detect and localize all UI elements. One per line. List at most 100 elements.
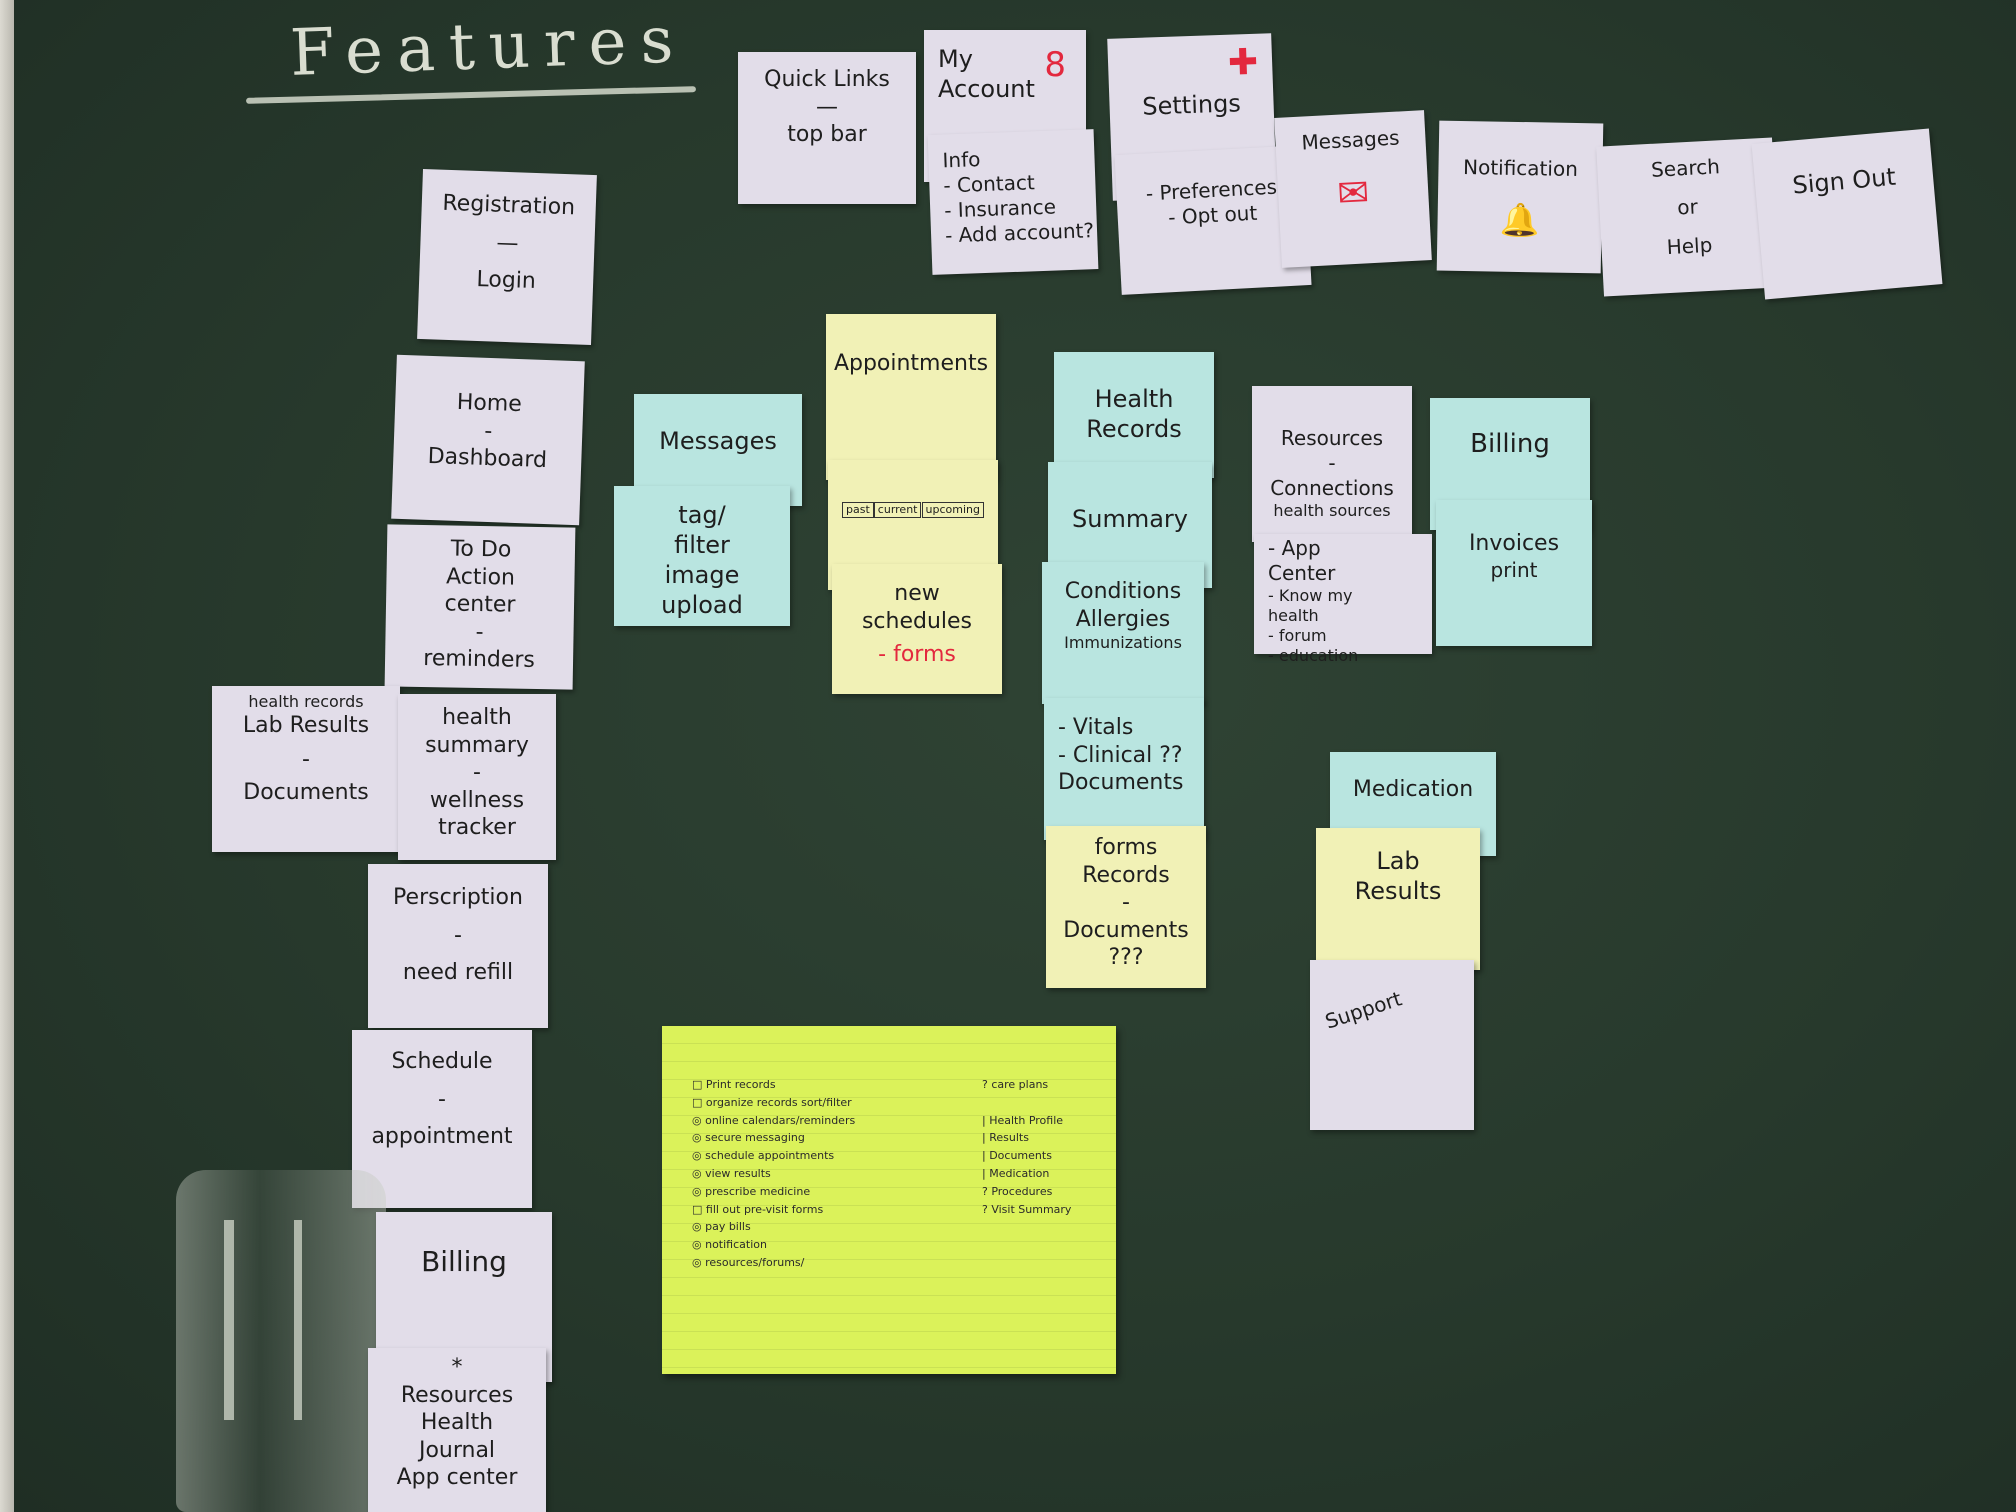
note-line: — [496,230,519,256]
note-registration: Registration — Login [417,169,597,345]
account-icon: 8 [1044,45,1066,85]
forms-label: - forms [878,642,956,667]
note-line: Billing [1470,429,1550,459]
board-title: Features [288,3,689,91]
note-line: image [664,561,740,589]
checklist-item: | Medication [982,1166,1050,1180]
note-line: reminders [423,646,536,673]
note-line: Center [1268,561,1336,585]
note-resources-left: * Resources Health Journal App center [368,1348,546,1512]
note-line: - [1328,451,1336,475]
note-line: - Vitals [1058,715,1134,740]
checklist-item: ? care plans [982,1078,1049,1091]
checklist-item: ◎ view results [692,1166,771,1180]
notification-icon: 🔔 [1499,200,1540,240]
checklist-item: ◎ online calendars/reminders [692,1113,856,1127]
note-line: - forum [1268,626,1327,645]
note-line: Search [1650,154,1721,182]
note-line: Sign Out [1791,162,1897,200]
checklist-item: ◎ schedule appointments [692,1149,835,1163]
note-line: Results [1354,877,1442,905]
note-appointments: Appointments [826,314,996,480]
note-line: Health [420,1410,494,1435]
note-line: Summary [1072,505,1188,533]
note-line: - [454,922,462,948]
note-line: - education [1268,646,1359,665]
note-line: - Know my [1268,586,1353,605]
note-line: Lab Results [242,713,370,738]
note-line: upload [661,591,743,619]
note-line: summary [425,732,529,758]
note-line: Medication [1352,777,1474,802]
note-line: Resources [400,1382,514,1408]
note-line: Documents [1063,917,1189,943]
note-todo: To Do Action center - reminders [384,524,576,690]
note-line: Lab [1376,847,1420,875]
note-line: wellness [429,787,525,813]
note-line: Records [1082,862,1170,888]
note-resources-right-details: - App Center - Know my health - forum - … [1254,534,1432,665]
note-line: health [442,705,512,730]
note-line: Immunizations [1064,633,1182,652]
note-health-records: Health Records [1054,352,1214,478]
note-sign-out: Sign Out [1751,128,1943,300]
checklist-item: | Results [982,1131,1029,1145]
board-frame [0,0,14,1512]
note-vitals: - Vitals - Clinical ?? Documents [1044,698,1204,840]
note-line: - [438,1086,446,1112]
note-line: To Do [450,536,512,563]
note-line: print [1490,557,1538,582]
note-messages-options: tag/ filter image upload [614,486,790,626]
chalk-drawing [176,1170,386,1512]
note-account-details: Info - Contact - Insurance - Add account… [927,129,1099,275]
note-line: top bar [787,122,867,147]
note-line: - [475,619,484,645]
note-line: tracker [438,815,516,840]
note-line: need refill [402,960,514,985]
note-line: App center [396,1465,518,1490]
note-line: filter [674,531,730,559]
note-appointment-schedule: new schedules - forms [832,564,1002,694]
checklist-left-column: □ Print records □ organize records sort/… [692,1076,855,1272]
note-line: - [483,418,493,444]
note-line: Messages [1300,125,1401,155]
note-quick-links: Quick Links — top bar [738,52,916,204]
note-line: health [1268,606,1319,625]
checklist-item: ? Visit Summary [982,1202,1072,1216]
note-line: Billing [421,1245,507,1278]
note-lab-results-left: health records Lab Results - Documents [212,686,400,852]
note-line: Action [445,563,516,591]
note-line: Conditions [1064,579,1182,604]
checklist-item: ◎ pay bills [692,1220,751,1234]
checklist-item: | Health Profile [982,1113,1064,1127]
note-line: Journal [418,1437,496,1463]
note-line: Dashboard [427,443,548,474]
tab-past: past [842,502,874,518]
settings-icon: ✚ [1227,41,1259,84]
tab-current: current [873,502,922,518]
note-line: Invoices [1468,531,1560,556]
message-icon: ✉ [1336,170,1371,216]
checklist-item: | Documents [982,1149,1052,1163]
note-resources-right: Resources - Connections health sources [1252,386,1412,542]
note-line: Records [1086,415,1182,443]
note-line: - Preferences [1145,174,1278,206]
note-home: Home - Dashboard [391,354,585,526]
note-forms-records: forms Records - Documents ??? [1046,826,1206,988]
tab-upcoming: upcoming [921,502,984,518]
note-line: Home [456,389,523,418]
note-line: Appointments [833,351,989,376]
checklist-item: □ fill out pre-visit forms [692,1202,824,1216]
note-line: Settings [1141,89,1242,121]
checklist-item: ◎ prescribe medicine [692,1184,811,1198]
note-schedule: Schedule - appointment [352,1030,532,1208]
note-line: - [1122,890,1130,915]
note-line: - Opt out [1167,200,1258,230]
note-invoices: Invoices print [1436,500,1592,646]
note-line: Documents [1058,770,1184,795]
note-line: Perscription [393,885,523,910]
note-line: Schedule [391,1049,493,1074]
note-health-summary: health summary - wellness tracker [398,694,556,860]
note-line: - [473,760,481,785]
note-line: Registration [442,190,576,221]
